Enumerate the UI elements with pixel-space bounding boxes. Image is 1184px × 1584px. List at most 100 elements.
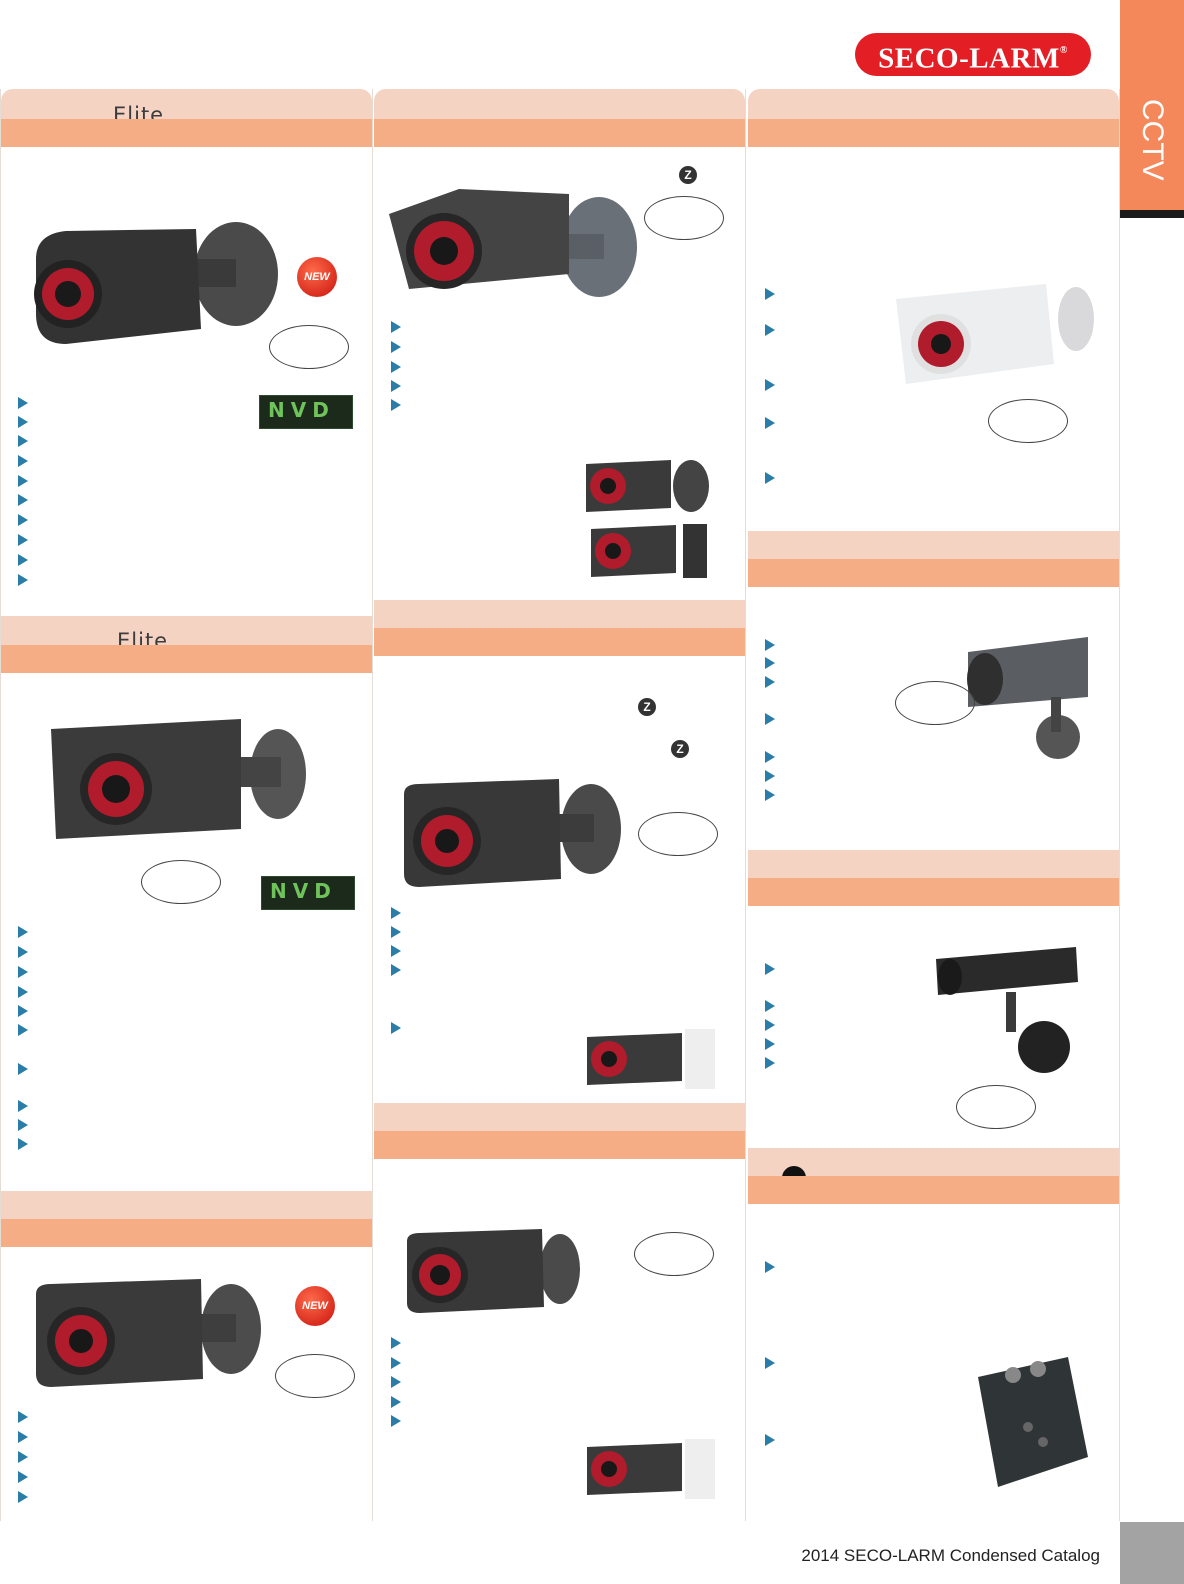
bullet-arrow [765,288,775,300]
bullet-arrow [18,966,28,978]
bullet-arrow [18,926,28,938]
bullet-arrow [391,361,401,373]
bullet-arrow [765,1261,775,1273]
section-2c-band [374,1131,745,1159]
catalog-footer: 2014 SECO-LARM Condensed Catalog [801,1546,1100,1565]
bullet-arrow [765,1000,775,1012]
camera-variant-thumbnail [586,460,709,512]
model-callout-oval [275,1354,355,1398]
z-badge: Z [679,166,697,184]
sunshield-bullet-camera-image [389,189,637,297]
column-2: Z Z Z [374,89,746,1521]
section-1b-header [1,616,372,648]
box-camera-image [967,637,1088,759]
section-1c-header [1,1191,372,1223]
section-2b-band [374,628,745,656]
seco-larm-logo: SECO-LARM® [855,33,1091,76]
bullet-arrow [765,1057,775,1069]
section-1a-band [1,119,372,147]
column-1: Elite NEW NVD Elite NVD [0,89,373,1521]
model-callout-oval [956,1085,1036,1129]
model-callout-oval [895,681,975,725]
section-2a-band [374,119,745,147]
section-3a-band [748,119,1119,147]
bullet-camera-image [404,779,621,887]
new-badge: NEW [295,1286,335,1326]
bullet-arrow [391,945,401,957]
section-1c-band [1,1219,372,1247]
bullet-arrow [18,534,28,546]
bullet-arrow [18,1119,28,1131]
bullet-arrow [765,751,775,763]
bullet-arrow [18,554,28,566]
camera-variant-thumbnail [587,1029,715,1089]
bullet-arrow [765,657,775,669]
bullet-arrow [18,1100,28,1112]
bullet-arrow [391,1357,401,1369]
bullet-arrow [18,946,28,958]
section-3d-band [748,1176,1119,1204]
bullet-arrow [765,963,775,975]
page-number-box [1120,1522,1184,1584]
section-3c-header [748,850,1119,882]
bullet-camera-image [36,1279,261,1387]
bullet-arrow [18,1411,28,1423]
infrared-bullet-camera-image [34,222,278,344]
z-badge: Z [638,698,656,716]
bullet-arrow [18,514,28,526]
bullet-arrow [18,475,28,487]
new-badge: NEW [297,257,337,297]
bullet-arrow [18,986,28,998]
bullet-arrow [391,1376,401,1388]
model-callout-oval [269,325,349,369]
bullet-arrow [18,574,28,586]
bullet-arrow [391,964,401,976]
bullet-arrow [18,397,28,409]
bullet-arrow [18,1451,28,1463]
bullet-arrow [765,789,775,801]
section-3d-header [748,1148,1119,1180]
box-camera-image [936,947,1078,1073]
white-bullet-camera-image [896,284,1094,384]
bullet-arrow [391,926,401,938]
bullet-arrow [765,639,775,651]
bullet-arrow [18,1471,28,1483]
bullet-arrow [18,455,28,467]
bullet-arrow [18,1063,28,1075]
bullet-arrow [391,1337,401,1349]
nvd-logo: NVD [259,395,353,429]
z-badge: Z [671,740,689,758]
bullet-arrow [765,676,775,688]
model-callout-oval [634,1232,714,1276]
bullet-arrow [391,321,401,333]
bullet-arrow [765,417,775,429]
bullet-arrow [765,1434,775,1446]
bullet-arrow [765,472,775,484]
section-1b-band [1,645,372,673]
bullet-arrow [18,1024,28,1036]
nvd-logo: NVD [261,876,355,910]
model-callout-oval [638,812,718,856]
bullet-arrow [18,1005,28,1017]
section-3c-band [748,878,1119,906]
cctv-tab[interactable] [1120,0,1184,210]
bullet-arrow [18,416,28,428]
section-3b-band [748,559,1119,587]
bullet-arrow [391,1396,401,1408]
bullet-arrow [765,1038,775,1050]
bullet-arrow [765,713,775,725]
bullet-arrow [391,399,401,411]
camera-tester-image [978,1357,1088,1487]
bullet-arrow [765,1357,775,1369]
column-3 [748,89,1120,1521]
bullet-camera-image [407,1229,580,1313]
camera-variant-thumbnail [587,1439,715,1499]
bullet-arrow [391,380,401,392]
bullet-arrow [765,1019,775,1031]
bullet-arrow [18,1138,28,1150]
cctv-tab-underline [1120,210,1184,218]
model-callout-oval [988,399,1068,443]
bullet-arrow [391,907,401,919]
section-3b-header [748,531,1119,563]
bullet-arrow [765,324,775,336]
